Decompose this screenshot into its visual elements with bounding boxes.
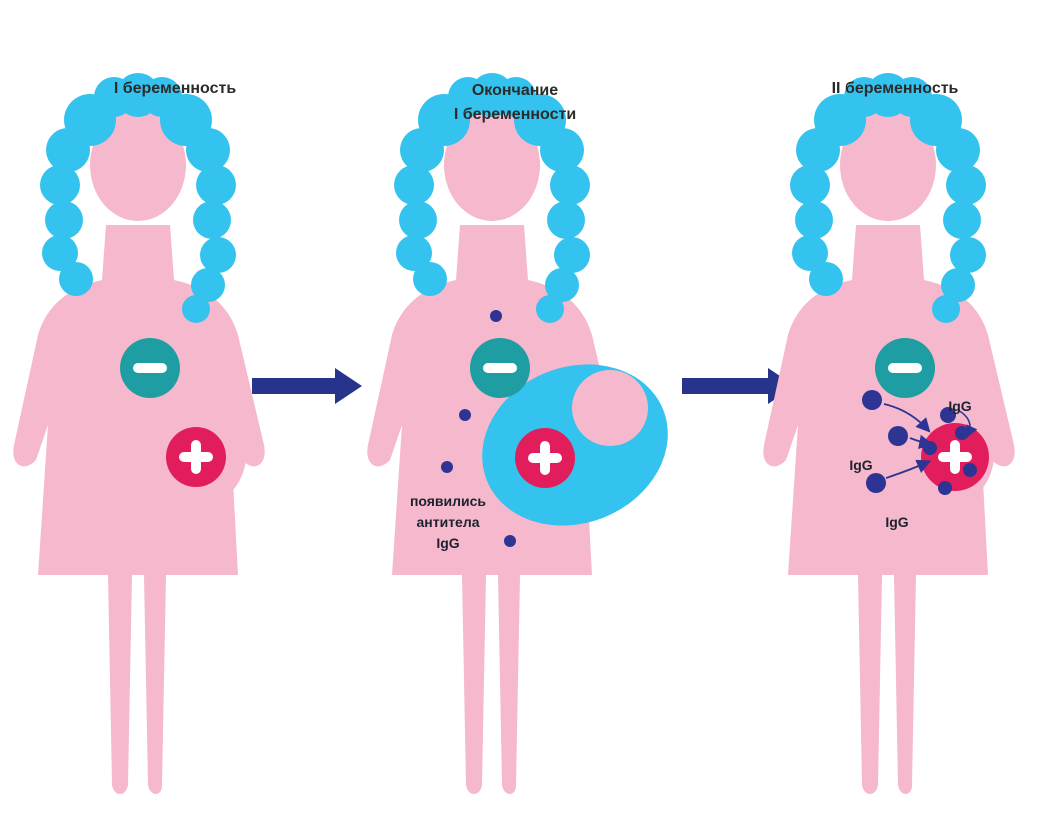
antibody-dot	[490, 310, 502, 322]
arrow-right-icon	[682, 368, 795, 404]
attack-arrow	[883, 403, 931, 433]
antibody-dot	[938, 481, 952, 495]
antibody-dot	[441, 461, 453, 473]
annotation-antibodies-line1: появились	[409, 493, 487, 509]
title-second-pregnancy: II беременность	[831, 80, 959, 97]
antibody-dot	[866, 473, 886, 493]
rh-positive-plus-icon	[515, 428, 575, 488]
figure-first-pregnancy	[13, 73, 265, 794]
igg-label: IgG	[849, 457, 873, 473]
antibody-dot	[963, 463, 977, 477]
igg-label: IgG	[885, 514, 909, 530]
title-end-first-pregnancy-line1: Окончание	[471, 82, 559, 99]
antibody-dot	[940, 407, 956, 423]
rh-negative-minus-icon	[120, 338, 180, 398]
arrow-right-icon	[252, 368, 362, 404]
figure-second-pregnancy	[763, 73, 1015, 794]
baby-head	[572, 370, 648, 446]
attack-arrow	[957, 409, 978, 438]
annotation-antibodies-line2: антитела	[416, 514, 480, 530]
rh-negative-minus-icon	[875, 338, 935, 398]
title-end-first-pregnancy-line2: I беременности	[453, 106, 577, 123]
rh-positive-plus-icon	[166, 427, 226, 487]
attack-arrow	[909, 434, 934, 449]
igg-label: IgG	[948, 398, 972, 414]
antibody-dot	[862, 390, 882, 410]
antibody-dot	[459, 409, 471, 421]
antibody-dot	[504, 535, 516, 547]
attack-arrow	[885, 459, 932, 479]
antibody-dot	[888, 426, 908, 446]
annotation-antibodies-line3: IgG	[436, 535, 460, 551]
figure-end-of-first-pregnancy	[367, 73, 668, 794]
title-first-pregnancy: I беременность	[113, 80, 237, 97]
antibody-dot	[955, 426, 969, 440]
rh-negative-minus-icon	[470, 338, 530, 398]
